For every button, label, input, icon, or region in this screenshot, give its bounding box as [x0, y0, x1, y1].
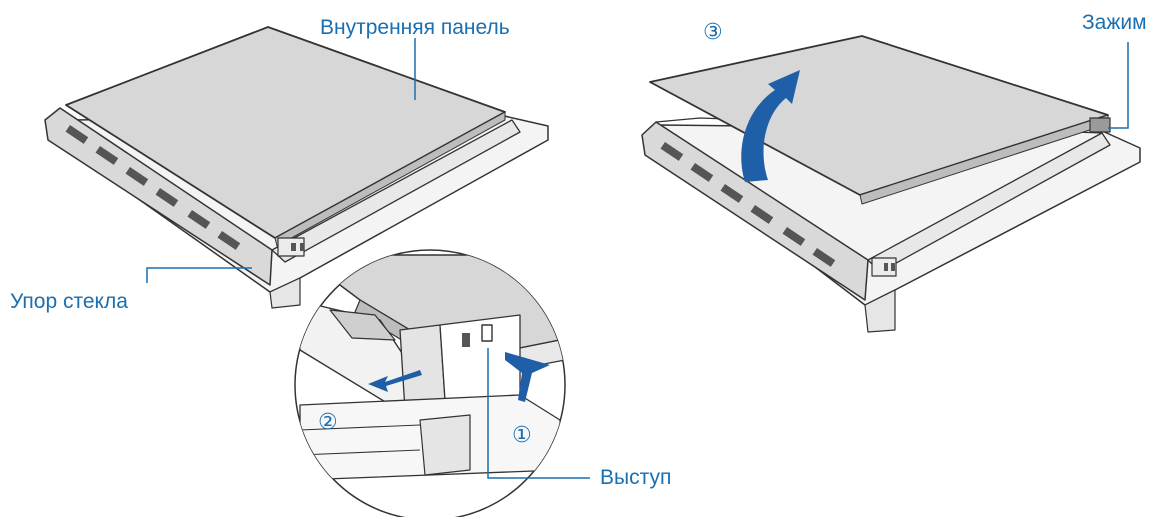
label-inner-panel: Внутренняя панель	[320, 16, 510, 39]
label-glass-stop: Упор стекла	[10, 290, 128, 313]
label-clamp: Зажим	[1082, 11, 1147, 34]
push-up-arrow	[505, 352, 550, 402]
right-oven-door	[641, 35, 1141, 333]
step-2-marker: ②	[318, 410, 338, 435]
leader-line-clamp	[1108, 42, 1129, 129]
zoom-detail	[294, 249, 566, 521]
left-oven-door	[44, 26, 549, 309]
lift-arrow	[741, 70, 800, 182]
leader-line-protrusion	[487, 348, 590, 479]
step-3-marker: ③	[703, 20, 723, 45]
leader-lines-left	[146, 38, 416, 283]
label-protrusion: Выступ	[600, 466, 672, 489]
slide-left-arrow	[368, 370, 422, 392]
step-1-marker: ①	[512, 423, 532, 448]
